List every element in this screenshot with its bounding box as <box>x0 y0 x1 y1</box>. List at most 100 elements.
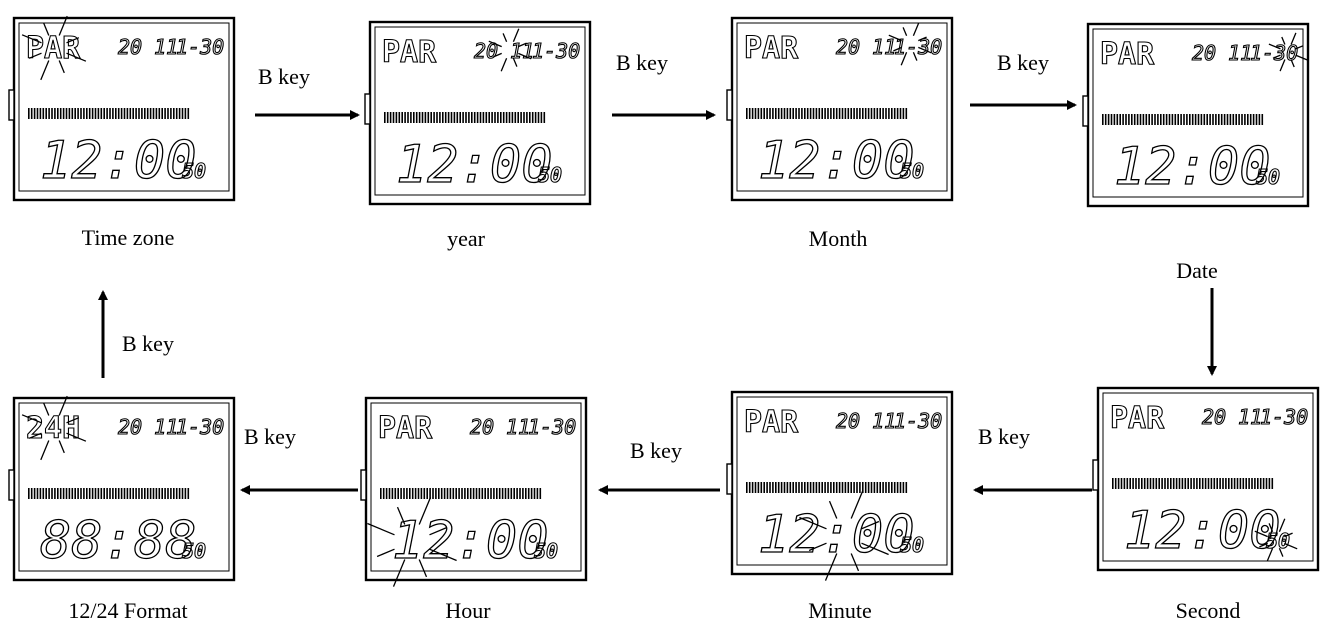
flash-indicator <box>21 395 87 461</box>
screen-caption: 12/24 Format <box>68 598 187 623</box>
year-text: 20 11 <box>836 409 896 433</box>
year-text: 20 11 <box>836 35 896 59</box>
time-text: 12:00 <box>1124 501 1281 561</box>
arrow-year-to-month: B key <box>612 50 716 120</box>
arrow-second-to-minute: B key <box>973 424 1092 495</box>
screen-inner-frame <box>1102 392 1314 562</box>
screen-inner-frame <box>736 22 948 192</box>
zone-text: PAR <box>378 411 433 446</box>
screen-caption: year <box>447 226 486 251</box>
side-button <box>8 89 15 121</box>
year-text: 20 11 <box>474 39 534 63</box>
side-button <box>360 469 367 501</box>
arrow-label: B key <box>244 424 296 449</box>
arrow-label: B key <box>630 438 682 463</box>
flash-indicator <box>799 491 889 581</box>
segment-bar <box>1102 114 1264 125</box>
arrow-timezone-to-year: B key <box>255 64 360 120</box>
segment-bar <box>380 488 542 499</box>
date-text: 1-30 <box>1250 41 1298 65</box>
arrow-label: B key <box>978 424 1030 449</box>
date-text: 1-30 <box>894 35 942 59</box>
arrow-minute-to-hour: B key <box>598 438 720 495</box>
seconds-text: 50 <box>1266 529 1290 553</box>
flash-indicator <box>21 15 87 81</box>
segment-bar <box>384 112 546 123</box>
flash-indicator <box>888 22 932 66</box>
screen-inner-frame <box>1092 28 1304 198</box>
arrow-label: B key <box>122 331 174 356</box>
arrow-label: B key <box>616 50 668 75</box>
time-text: 12:00 <box>758 131 915 191</box>
flash-indicator <box>1268 32 1308 72</box>
screen-caption: Minute <box>808 598 872 623</box>
segment-bar <box>28 488 190 499</box>
side-button <box>8 469 15 501</box>
seconds-text: 50 <box>1256 165 1280 189</box>
date-text: 1-30 <box>176 35 224 59</box>
screen-caption: Hour <box>445 598 491 623</box>
arrow-hour-to-format: B key <box>240 424 358 495</box>
screen-inner-frame <box>370 402 582 572</box>
segment-bar <box>28 108 190 119</box>
date-text: 1-30 <box>1260 405 1308 429</box>
screen-caption: Second <box>1176 598 1241 623</box>
screen-caption: Date <box>1176 258 1218 283</box>
segment-bar <box>746 482 908 493</box>
arrow-month-to-date: B key <box>970 50 1077 110</box>
date-text: 1-30 <box>532 39 580 63</box>
screen-inner-frame <box>736 396 948 566</box>
date-text: 1-30 <box>894 409 942 433</box>
year-text: 20 11 <box>1192 41 1252 65</box>
flash-indicator <box>488 28 532 72</box>
date-text: 1-30 <box>176 415 224 439</box>
screen-caption: Month <box>809 226 868 251</box>
segment-bar <box>746 108 908 119</box>
flash-indicator <box>367 497 457 587</box>
year-text: 20 11 <box>470 415 530 439</box>
flash-indicator <box>1254 518 1298 562</box>
seconds-text: 50 <box>900 159 924 183</box>
screen-inner-frame <box>18 22 230 192</box>
seconds-text: 50 <box>182 539 206 563</box>
time-text: 12:00 <box>1114 137 1271 197</box>
time-text: 12:00 <box>392 511 549 571</box>
arrow-label: B key <box>997 50 1049 75</box>
arrow-format-to-timezone: B key <box>98 290 174 378</box>
year-text: 20 11 <box>118 415 178 439</box>
zone-text: PAR <box>382 35 437 70</box>
side-button <box>364 93 371 125</box>
side-button <box>1082 95 1089 127</box>
seconds-text: 50 <box>534 539 558 563</box>
segment-bar <box>1112 478 1274 489</box>
time-text: 88:88 <box>40 511 197 571</box>
side-button <box>726 463 733 495</box>
zone-text: PAR <box>744 405 799 440</box>
zone-text: PAR <box>1100 37 1155 72</box>
side-button <box>1092 459 1099 491</box>
screen-inner-frame <box>18 402 230 572</box>
seconds-text: 50 <box>538 163 562 187</box>
year-text: 20 11 <box>1202 405 1262 429</box>
seconds-text: 50 <box>900 533 924 557</box>
arrow-label: B key <box>258 64 310 89</box>
screen-frame <box>730 390 954 576</box>
zone-text: PAR <box>744 31 799 66</box>
year-text: 20 11 <box>118 35 178 59</box>
seconds-text: 50 <box>182 159 206 183</box>
time-text: 12:00 <box>40 131 197 191</box>
side-button <box>726 89 733 121</box>
date-text: 1-30 <box>528 415 576 439</box>
zone-text: PAR <box>26 31 81 66</box>
zone-text: PAR <box>1110 401 1165 436</box>
